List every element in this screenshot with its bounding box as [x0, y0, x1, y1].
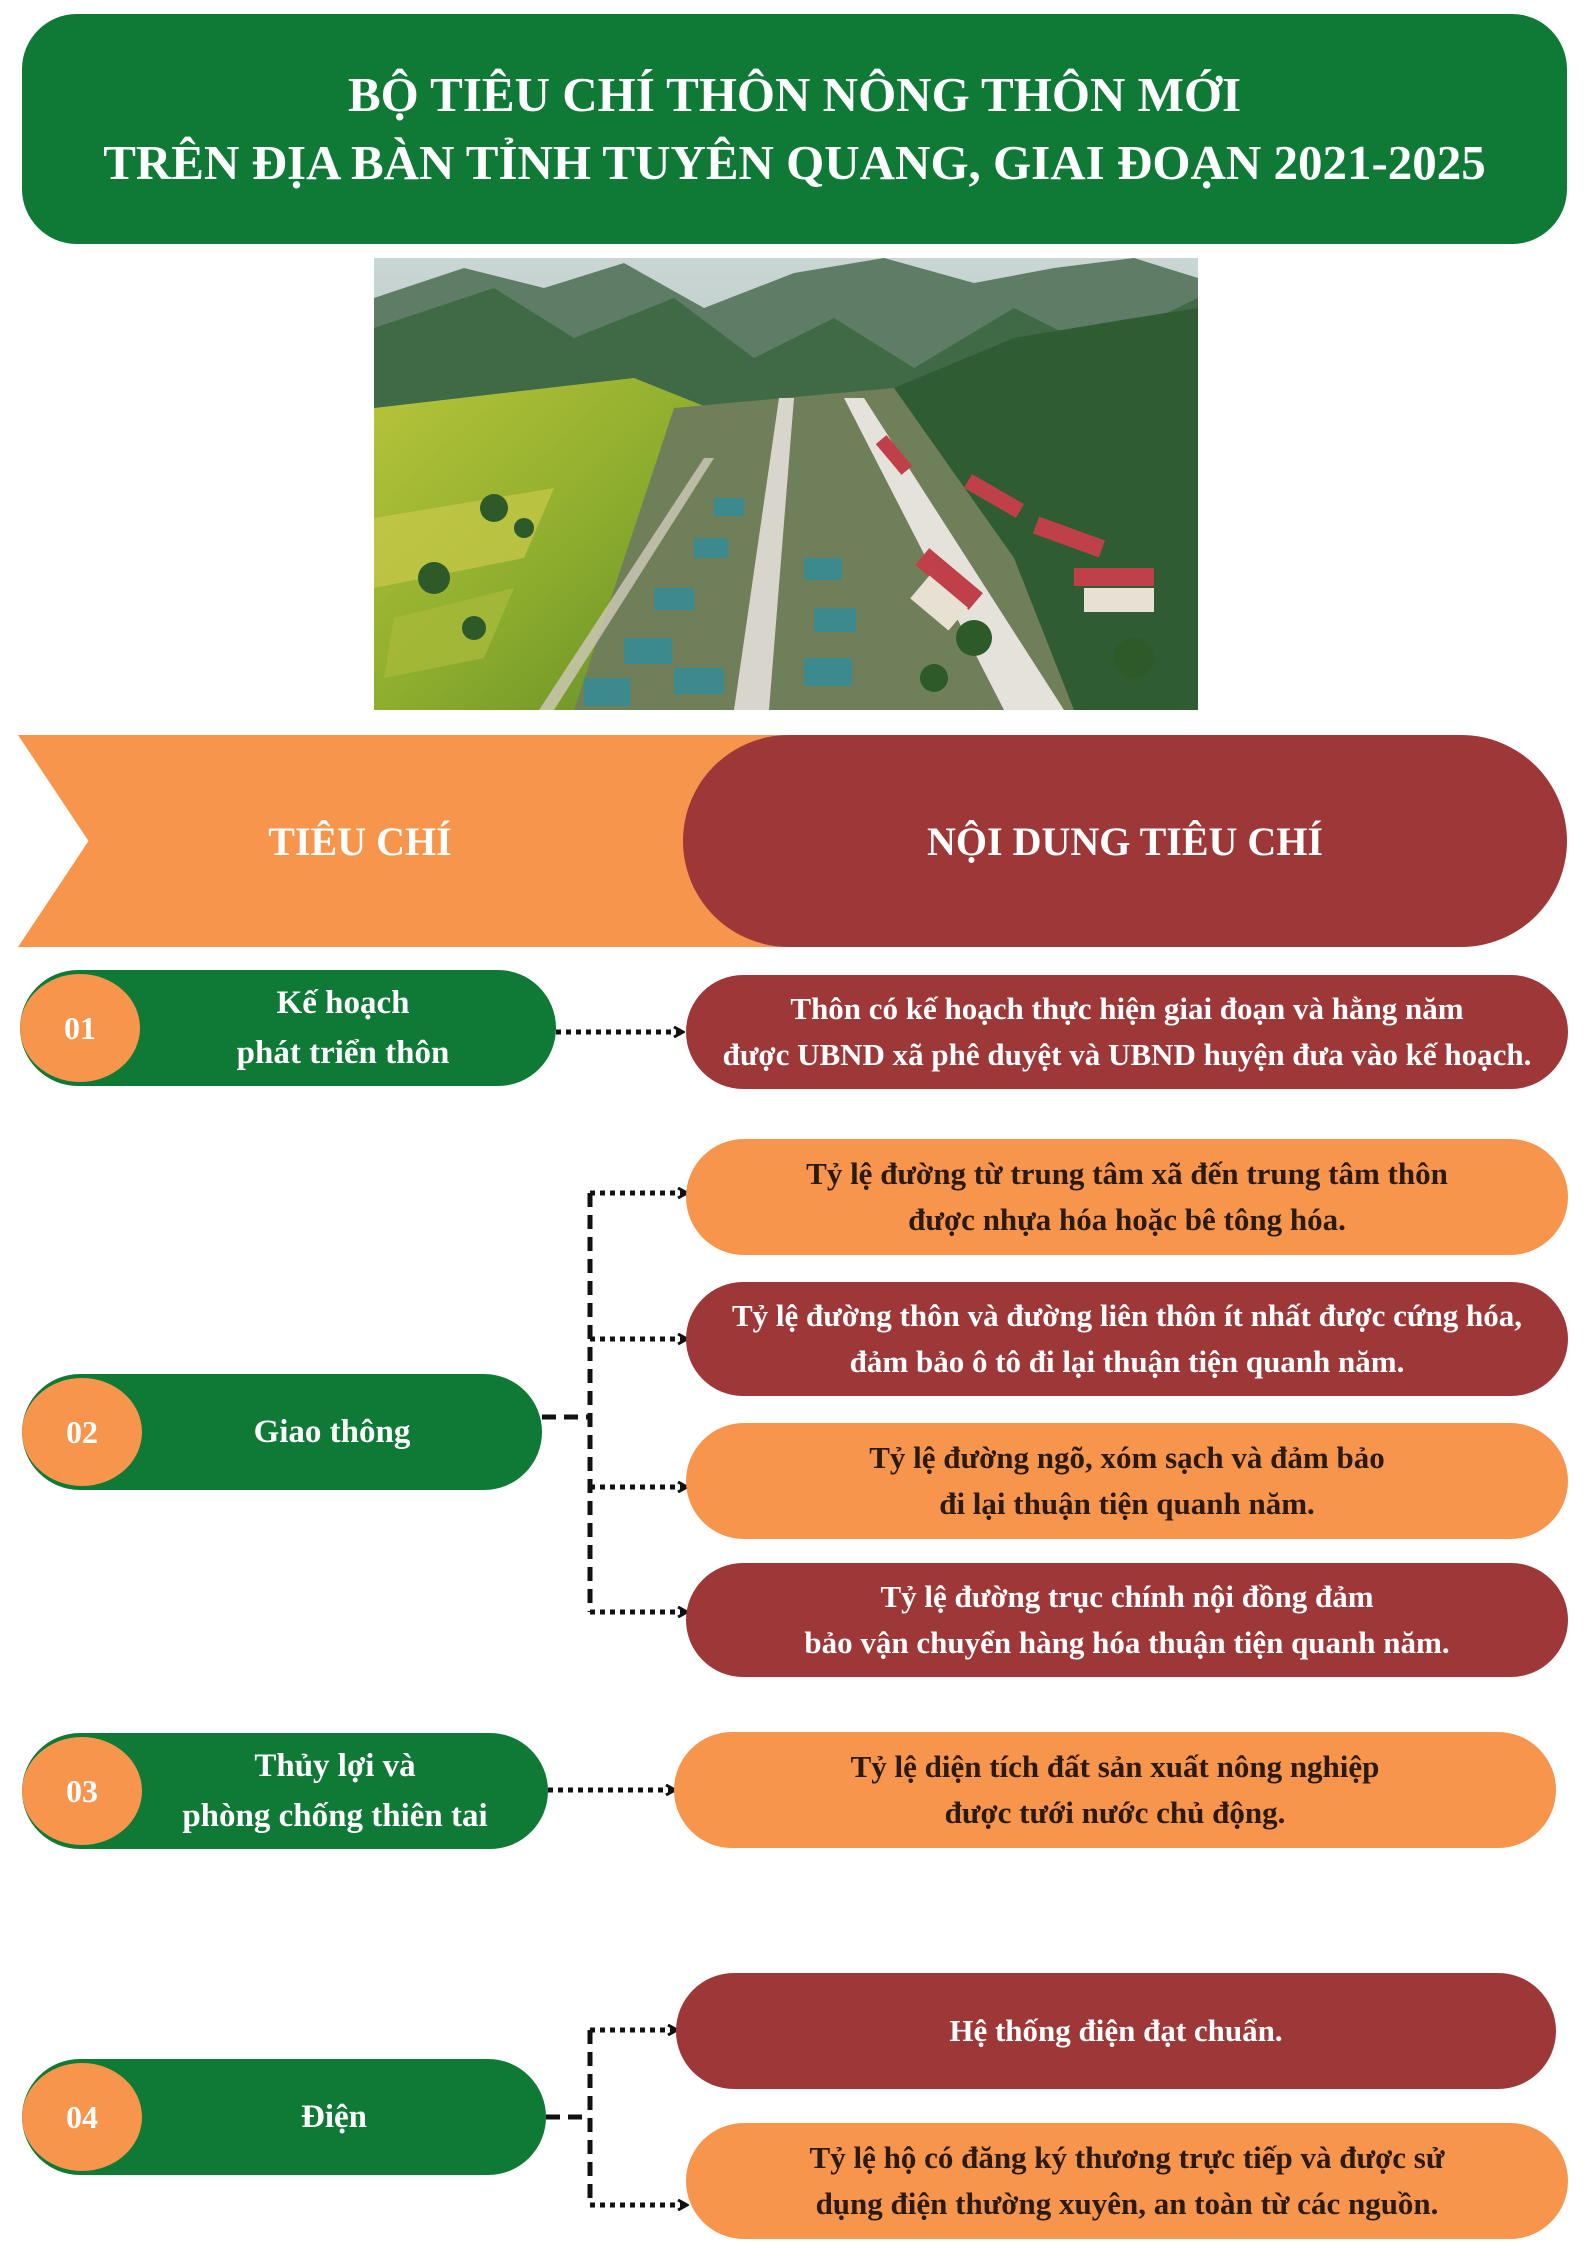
content-line: Tỷ lệ đường thôn và đường liên thôn ít n… [732, 1298, 1522, 1333]
criterion-03-number: 03 [22, 1737, 142, 1845]
criterion-04-content-1: Hệ thống điện đạt chuẩn. [676, 1973, 1556, 2089]
content-line: được UBND xã phê duyệt và UBND huyện đưa… [722, 1037, 1532, 1072]
village-photo-illustration [374, 258, 1198, 710]
criterion-02-content-1: Tỷ lệ đường từ trung tâm xã đến trung tâ… [686, 1139, 1568, 1255]
criterion-02-content-2: Tỷ lệ đường thôn và đường liên thôn ít n… [686, 1282, 1568, 1396]
content-line: được tưới nước chủ động. [944, 1795, 1286, 1830]
village-aerial-photo [374, 258, 1198, 710]
title-line-1: BỘ TIÊU CHÍ THÔN NÔNG THÔN MỚI [347, 67, 1242, 122]
criterion-01-name-line-2: phát triển thôn [236, 1035, 450, 1071]
criterion-03-name-line-1: Thủy lợi và [254, 1748, 416, 1784]
content-line: đảm bảo ô tô đi lại thuận tiện quanh năm… [849, 1344, 1405, 1379]
criterion-04-number: 04 [22, 2063, 142, 2171]
content-line: Tỷ lệ diện tích đất sản xuất nông nghiệp [850, 1749, 1380, 1784]
criterion-02-name-line-1: Giao thông [253, 1414, 411, 1450]
criterion-03-content-1: Tỷ lệ diện tích đất sản xuất nông nghiệp… [674, 1732, 1556, 1848]
content-line: bảo vận chuyển hàng hóa thuận tiện quanh… [804, 1625, 1450, 1660]
content-line: đi lại thuận tiện quanh năm. [939, 1486, 1315, 1521]
title-line-2: TRÊN ĐỊA BÀN TỈNH TUYÊN QUANG, GIAI ĐOẠN… [103, 135, 1486, 190]
content-line: Hệ thống điện đạt chuẩn. [949, 2013, 1283, 2048]
content-header-label: NỘI DUNG TIÊU CHÍ [927, 818, 1323, 864]
criterion-04-name-line-1: Điện [301, 2099, 367, 2135]
content-line: dụng điện thường xuyên, an toàn từ các n… [815, 2186, 1439, 2221]
criterion-02-content-4: Tỷ lệ đường trục chính nội đồng đảm bảo … [686, 1563, 1568, 1677]
criteria-header-label: TIÊU CHÍ [268, 818, 452, 864]
criterion-01-content-1: Thôn có kế hoạch thực hiện giai đoạn và … [686, 975, 1568, 1089]
content-header: NỘI DUNG TIÊU CHÍ [683, 735, 1567, 947]
criterion-02-number: 02 [22, 1378, 142, 1486]
title-banner: BỘ TIÊU CHÍ THÔN NÔNG THÔN MỚI TRÊN ĐỊA … [22, 14, 1567, 244]
criterion-01-number: 01 [20, 974, 140, 1082]
criterion-02-content-3: Tỷ lệ đường ngõ, xóm sạch và đảm bảo đi … [686, 1423, 1568, 1539]
content-line: Tỷ lệ đường trục chính nội đồng đảm [880, 1579, 1374, 1614]
criterion-01-name-line-1: Kế hoạch [276, 985, 410, 1021]
criterion-04-content-2: Tỷ lệ hộ có đăng ký thương trực tiếp và … [686, 2123, 1568, 2239]
content-line: được nhựa hóa hoặc bê tông hóa. [908, 1202, 1346, 1237]
content-line: Tỷ lệ đường ngõ, xóm sạch và đảm bảo [869, 1440, 1385, 1475]
content-line: Tỷ lệ hộ có đăng ký thương trực tiếp và … [809, 2140, 1445, 2175]
content-line: Thôn có kế hoạch thực hiện giai đoạn và … [790, 991, 1464, 1026]
criterion-03-name-line-2: phòng chống thiên tai [182, 1798, 488, 1834]
content-line: Tỷ lệ đường từ trung tâm xã đến trung tâ… [806, 1156, 1448, 1191]
